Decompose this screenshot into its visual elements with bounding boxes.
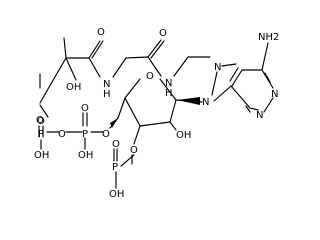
atom-o-amide2: O xyxy=(159,28,167,39)
atom-o-ribose-ring: O xyxy=(146,71,154,82)
molecule-diagram: O N H O N H OH O NH2 O P O O P O OH OH O… xyxy=(34,27,279,200)
atom-n1: N xyxy=(271,89,278,100)
atom-n-amide2: N xyxy=(165,78,172,89)
atom-p2: P xyxy=(82,129,88,140)
atom-n3: N xyxy=(256,110,263,121)
atom-oh-p2: OH xyxy=(78,150,93,161)
atom-o-p2-ester: O xyxy=(102,129,110,140)
bonds xyxy=(38,37,274,189)
wedge-bond xyxy=(110,118,118,128)
atom-o-ether-pantoate: O xyxy=(36,115,44,126)
atom-p1: P xyxy=(38,129,44,140)
atom-oh-pantoate: OH xyxy=(66,82,81,93)
atom-o-p3-top: O xyxy=(112,139,120,150)
atom-o-p1-top: O xyxy=(37,116,45,127)
atom-h-amide1: H xyxy=(103,89,111,100)
atom-o-p2-top: O xyxy=(81,103,89,114)
atom-labels: O N H O N H OH O NH2 O P O O P O OH OH O… xyxy=(34,27,279,200)
atom-nh2-adenine: NH2 xyxy=(258,32,279,43)
wedge-bond xyxy=(177,97,200,105)
atom-o-bridge: O xyxy=(58,129,66,140)
atom-oh-p1: OH xyxy=(34,150,49,161)
atom-h-amide2: H xyxy=(165,88,173,99)
atom-oh-p3: OH xyxy=(109,189,124,200)
atom-n-amide1: N xyxy=(103,79,110,90)
atom-n9: N xyxy=(202,97,209,108)
structure-drawing: O N H O N H OH O NH2 O P O O P O OH OH O… xyxy=(34,27,279,200)
atom-o-3prime: O xyxy=(130,145,138,156)
atom-p3: P xyxy=(112,162,118,173)
atom-o-ketone: O xyxy=(97,27,105,38)
stereo-bonds xyxy=(110,97,200,128)
atom-oh-2prime: OH xyxy=(176,130,191,141)
atom-n7: N xyxy=(214,62,221,73)
